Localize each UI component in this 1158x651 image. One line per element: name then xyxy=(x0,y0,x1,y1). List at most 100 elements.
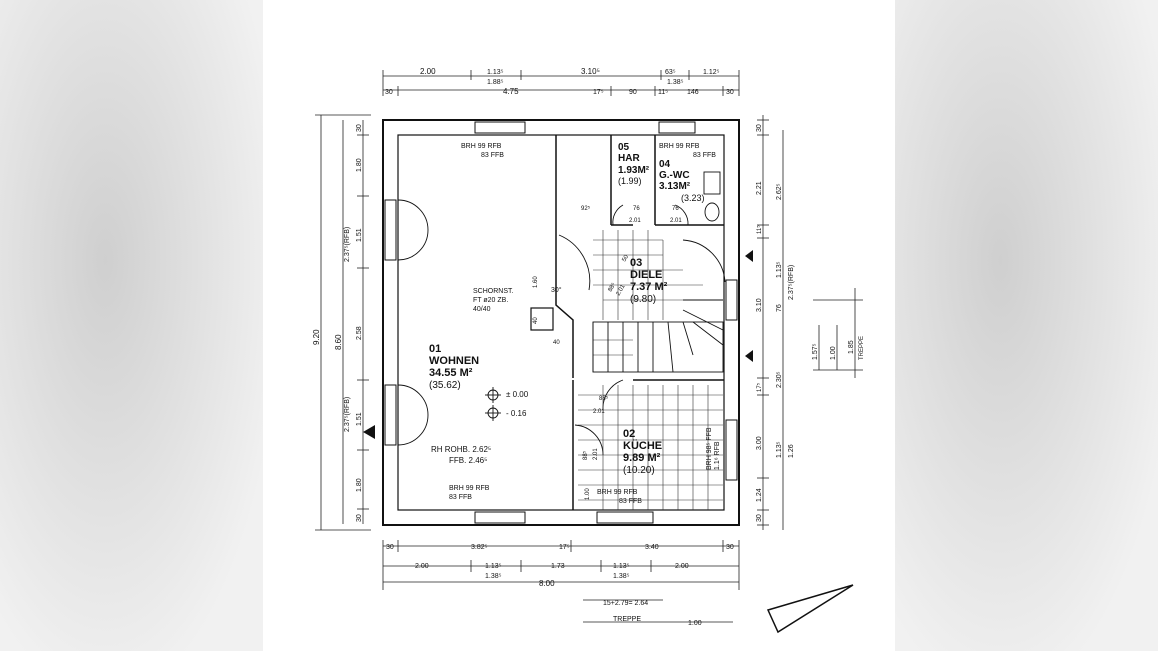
room-gwc-area-alt: (3.23) xyxy=(681,193,705,203)
dim-right-seg-2: 2.21 xyxy=(756,181,763,195)
note-brh-bottom-1: BRH 99 RFB xyxy=(449,485,490,492)
stairs xyxy=(592,299,724,373)
right-dimensions xyxy=(757,115,863,530)
dim-top-3: 3.10⁵ xyxy=(581,67,600,76)
dim-top-row3-6: 146 xyxy=(687,89,699,96)
dim-left-inner: 8.60 xyxy=(334,334,343,350)
dim-stair-3: 1.85 xyxy=(848,340,855,354)
note-level-1: ± 0.00 xyxy=(506,390,529,399)
dim-inner-12: 2.01 xyxy=(593,448,599,460)
note-brh-top-1: BRH 99 RFB xyxy=(461,143,502,150)
stair-label-right: TREPPE xyxy=(859,336,865,360)
dim-inner-14: 88⁵ xyxy=(607,281,618,293)
floor-plan-drawing: 2.00 1.13⁵ 3.10⁵ 63⁵ 1.12⁵ 1.88⁵ 30 4.75… xyxy=(312,67,865,634)
dim-inner-2: 76 xyxy=(633,206,640,212)
room-har-name: HAR xyxy=(618,153,640,164)
room-diele-area: 7.37 M² xyxy=(630,281,668,293)
note-brh-kitchen-side: BRH 98⁵ FFB xyxy=(706,427,713,470)
dim-right-seg-5: 17⁵ xyxy=(756,382,763,392)
note-brh-top-2: 83 FFB xyxy=(481,152,504,159)
note-schornstein-2: FT ø20 ZB. xyxy=(473,297,508,304)
dim-right-seg-4: 3.10 xyxy=(756,298,763,312)
top-dimensions xyxy=(382,70,740,96)
room-kueche-area-alt: (10.20) xyxy=(623,465,655,476)
note-brh-kitchen-side2: 1.1⁶ RFB xyxy=(714,441,721,470)
dim-inner-7: 40 xyxy=(533,317,539,324)
dim-left-window-1: 2.37⁵(RFB) xyxy=(344,227,351,262)
dim-top-row3-3: 17⁵ xyxy=(593,89,604,96)
bottom-dimensions xyxy=(382,540,740,623)
dim-top-extra: 1.38⁵ xyxy=(667,79,684,86)
dim-top-5: 1.12⁵ xyxy=(703,69,720,76)
dim-right-extra-4: 76 xyxy=(776,304,783,312)
wc-fixture xyxy=(703,171,721,222)
note-schornstein-1: SCHORNST. xyxy=(473,288,514,295)
chimney xyxy=(530,307,554,331)
dim-top-2: 1.13⁵ xyxy=(487,69,504,76)
room-gwc-area: 3.13M² xyxy=(659,181,691,192)
dim-bottom-row2-2: 1.13⁵ xyxy=(485,563,502,570)
dim-inner-11: 88⁵ xyxy=(582,450,589,460)
dim-top-row3-7: 30 xyxy=(726,89,734,96)
exterior-walls xyxy=(382,119,740,526)
section-arrows xyxy=(363,250,753,439)
dim-bottom-total: 8.00 xyxy=(539,579,555,588)
dim-right-extra-7: 1.26 xyxy=(788,444,795,458)
dim-top-1: 2.00 xyxy=(420,67,436,76)
dim-top-row3-2: 4.75 xyxy=(503,87,519,96)
dim-bottom-row2-3: 1.73 xyxy=(551,563,565,570)
room-wohnen-number: 01 xyxy=(429,343,441,355)
dim-left-seg-3: 1.51 xyxy=(356,228,363,242)
dim-left-seg-2: 1.80 xyxy=(356,158,363,172)
dim-right-extra-2: 1.13⁵ xyxy=(776,261,783,278)
dim-left-seg-6: 1.80 xyxy=(356,478,363,492)
dim-right-seg-7: 1.24 xyxy=(756,488,763,502)
note-level-2: - 0.16 xyxy=(506,409,527,418)
room-gwc-name: G.-WC xyxy=(659,170,690,181)
north-arrow xyxy=(766,584,854,634)
windows xyxy=(384,121,738,524)
dim-bottom-row3-1: 1.38⁵ xyxy=(485,573,502,580)
room-kueche-number: 02 xyxy=(623,428,635,440)
room-kueche-area: 9.89 M² xyxy=(623,452,661,464)
dim-right-seg-3: 11⁵ xyxy=(756,225,763,234)
interior-walls xyxy=(555,135,724,510)
note-brh-bottom-2: 83 FFB xyxy=(449,494,472,501)
dim-left-outer: 9.20 xyxy=(312,329,321,345)
dim-right-extra-6: 1.13⁵ xyxy=(776,441,783,458)
dim-right-seg-6: 3.00 xyxy=(756,436,763,450)
dim-inner-4: 76 xyxy=(672,206,679,212)
dim-right-extra-3: 2.37⁵(RFB) xyxy=(788,265,795,300)
door-swings xyxy=(397,199,726,456)
room-diele-area-alt: (9.80) xyxy=(630,294,656,305)
dim-bottom-5: 30 xyxy=(726,544,734,551)
note-rh-rohb: RH ROHB. 2.62⁵ xyxy=(431,445,491,454)
blurred-background-right xyxy=(895,0,1158,651)
dim-inner-10: 2.01 xyxy=(593,409,605,415)
stair-label-bottom: TREPPE xyxy=(613,616,641,623)
room-kueche-name: KÜCHE xyxy=(623,439,662,452)
level-markers xyxy=(485,387,501,421)
dim-bottom-1: 30 xyxy=(386,544,394,551)
dim-inner-9: 88⁵ xyxy=(599,395,609,402)
room-wohnen-name: WOHNEN xyxy=(429,355,479,367)
dim-right-seg-8: 30 xyxy=(756,514,763,522)
room-har-area: 1.93M² xyxy=(618,165,650,176)
dim-right-seg-1: 30 xyxy=(756,124,763,132)
room-gwc-number: 04 xyxy=(659,159,671,170)
dim-bottom-row2-4: 1.13⁵ xyxy=(613,563,630,570)
note-brh-kitchen-2: 83 FFB xyxy=(619,498,642,505)
left-dimensions xyxy=(315,114,371,531)
dim-stair-bottom: 1.00 xyxy=(688,620,702,627)
dim-bottom-3: 17⁵ xyxy=(559,544,570,551)
dim-left-seg-4: 2.58 xyxy=(356,326,363,340)
dim-stair-2: 1.00 xyxy=(830,346,837,360)
dim-right-extra-1: 2.62⁵ xyxy=(776,183,783,200)
dim-inner-8: 40 xyxy=(553,340,560,346)
note-ffb: FFB. 2.46⁵ xyxy=(449,456,487,465)
dim-bottom-4: 3.40 xyxy=(645,544,659,551)
blurred-background-left xyxy=(0,0,263,651)
dim-bottom-2: 3.82⁵ xyxy=(471,544,488,551)
dim-left-seg-5: 1.51 xyxy=(356,412,363,426)
dim-top-sub: 1.88⁵ xyxy=(487,79,504,86)
